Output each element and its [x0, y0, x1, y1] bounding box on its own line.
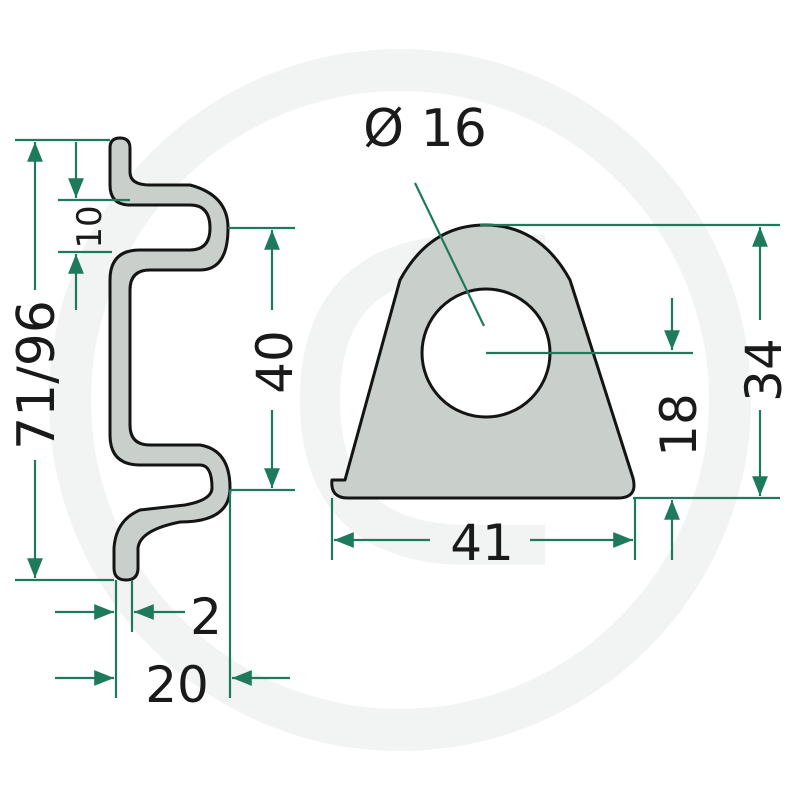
dimension-arrows	[27, 142, 768, 686]
hole-diameter-leader	[414, 182, 485, 327]
extension-lines	[15, 138, 780, 698]
flat-length-label: 40	[246, 330, 304, 394]
hole-diameter-label: Ø 16	[363, 99, 487, 159]
offset-label: 10	[70, 205, 110, 248]
thickness-label: 2	[190, 588, 222, 646]
plate-width-label: 41	[450, 514, 514, 572]
hole-center-height-label: 18	[650, 393, 708, 457]
bracket-side-profile	[108, 136, 232, 582]
plate-height-label: 34	[735, 338, 793, 402]
total-height-label: 71/96	[7, 300, 67, 450]
depth-label: 20	[145, 656, 209, 714]
